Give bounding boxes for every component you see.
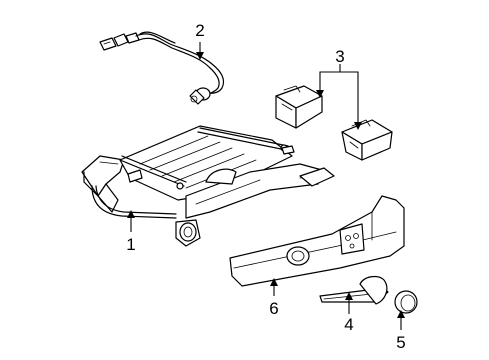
side-shield [229, 195, 405, 287]
wiring-harness [99, 31, 225, 105]
callout-3: 3 [335, 47, 344, 66]
callout-5: 5 [396, 333, 405, 352]
callout-1: 1 [126, 235, 135, 254]
switch-cap [394, 290, 418, 314]
callout-4: 4 [344, 315, 353, 334]
callouts: 1 2 3 4 5 6 [126, 21, 405, 352]
bracket-lower [341, 119, 393, 161]
leader-3a [316, 64, 341, 98]
leader-3b [340, 71, 362, 130]
callout-2: 2 [195, 21, 204, 40]
bracket-upper [275, 85, 323, 129]
adjuster-lever [319, 275, 389, 305]
callout-6: 6 [269, 299, 278, 318]
leader-lines [127, 42, 405, 330]
seat-adjuster-frame [81, 125, 335, 247]
